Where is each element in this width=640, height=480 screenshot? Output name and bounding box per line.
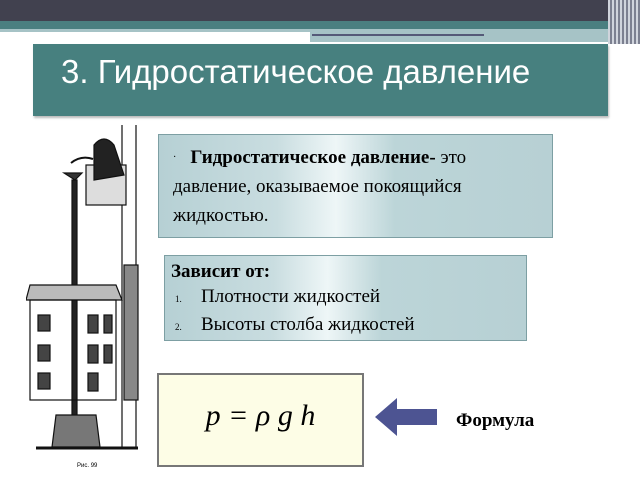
formula-box: p = ρ g h [157, 373, 364, 467]
list-number: 2. [175, 322, 182, 332]
bullet: · [173, 152, 177, 163]
pascal-barrel-illustration [26, 125, 139, 450]
list-item: 2. Высоты столба жидкостей [171, 312, 520, 340]
list-label: Плотности жидкостей [201, 286, 381, 307]
top-bar-decoration [0, 0, 640, 21]
arrow-left-icon [375, 398, 437, 436]
light-strip-decoration [0, 29, 310, 32]
depends-heading: Зависит от: [171, 261, 271, 282]
teal-strip-decoration [0, 21, 640, 29]
line-decoration [312, 34, 484, 36]
definition-box: · Гидростатическое давление- это давление… [158, 134, 553, 238]
definition-term: Гидростатическое давление- [190, 147, 436, 168]
slide-title: 3. Гидростатическое давление [33, 44, 608, 116]
depends-box: Зависит от: 1. Плотности жидкостей 2. Высо… [164, 255, 527, 341]
figure-caption: Рис. 99 [77, 463, 98, 469]
list-label: Высоты столба жидкостей [201, 314, 415, 335]
definition-text: это давление, оказываемое покоящийся жид… [173, 147, 467, 226]
stripes-decoration [608, 0, 640, 44]
list-item: 1. Плотности жидкостей [171, 284, 520, 312]
formula-label: Формула [456, 410, 535, 431]
list-number: 1. [175, 294, 182, 304]
